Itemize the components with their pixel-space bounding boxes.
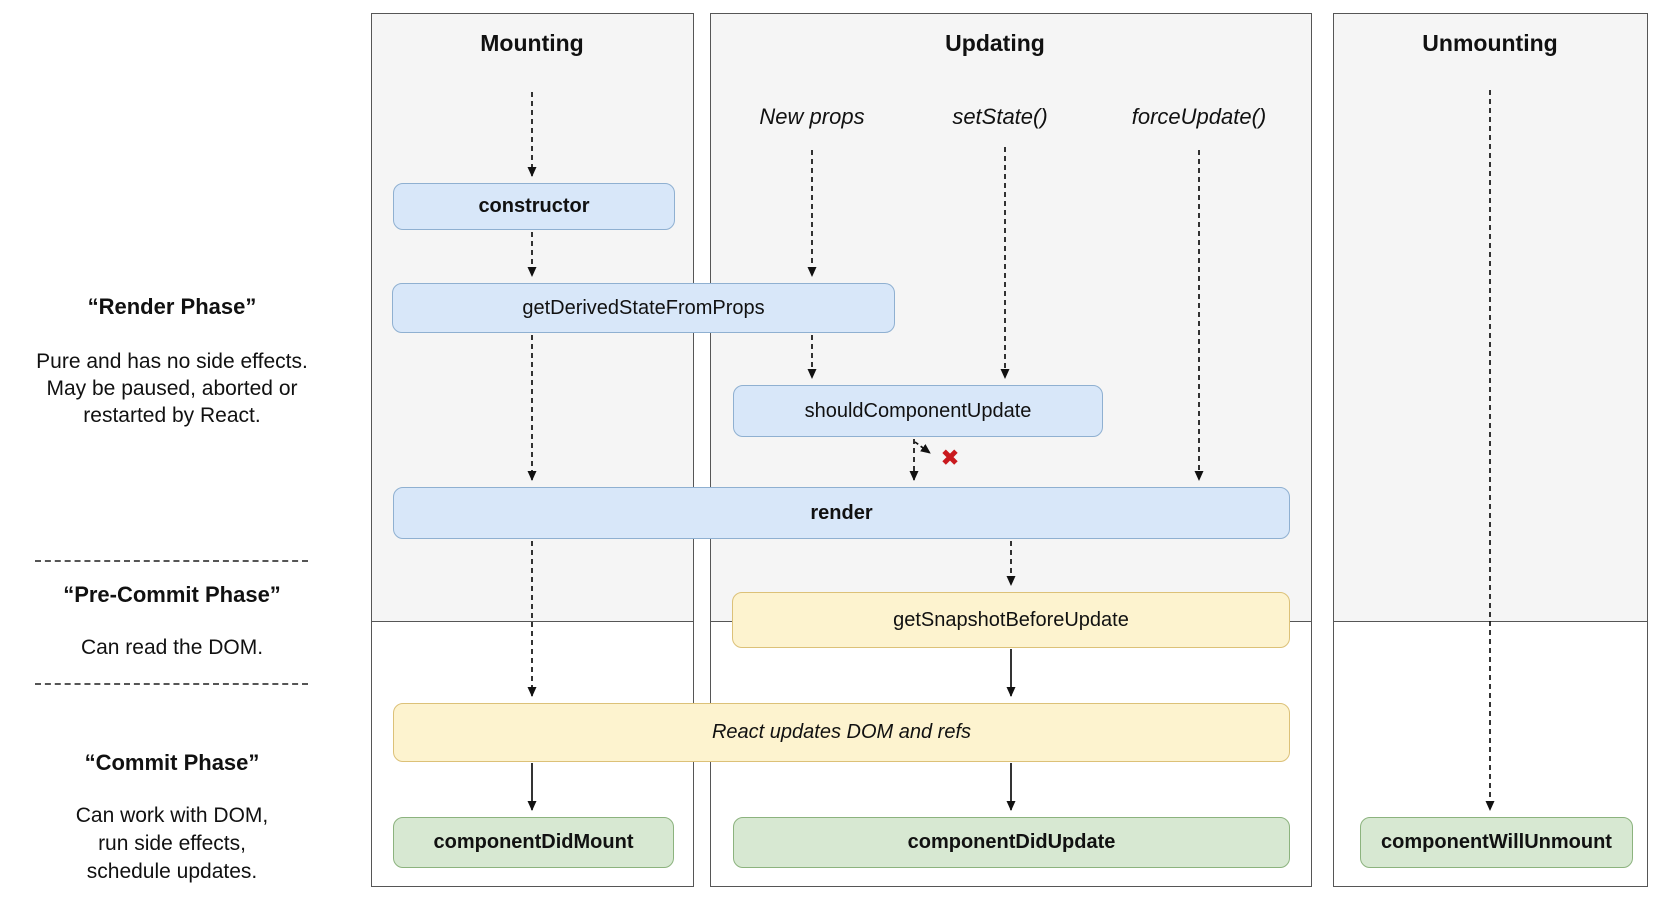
render-phase-title: “Render Phase” [87,294,257,319]
render-node: render [393,487,1290,539]
component-will-unmount-node: componentWillUnmount [1360,817,1633,868]
react-updates-dom-node: React updates DOM and refs [393,703,1290,762]
commit-phase-desc-line: schedule updates. [86,860,258,883]
render-phase-desc-line: Pure and has no side effects. [36,350,308,373]
pre-commit-phase-desc-line: Can read the DOM. [80,636,264,659]
mounting-header: Mounting [480,30,584,56]
phase-separator [35,683,308,685]
pre-commit-phase-title: “Pre-Commit Phase” [63,582,281,607]
constructor-node: constructor [393,183,675,230]
set-state-label: setState() [952,104,1048,129]
updating-header: Updating [945,30,1045,56]
reject-x-icon: ✖ [940,444,960,471]
new-props-label: New props [759,104,865,129]
render-phase-label-block: “Render Phase” [12,294,332,320]
commit-phase-desc-line: Can work with DOM, [75,804,269,827]
commit-phase-label-block: “Commit Phase” [12,750,332,776]
arrow-scu-reject-branch [914,441,931,454]
phase-separator [35,560,308,562]
unmounting-header: Unmounting [1422,30,1558,56]
force-update-label: forceUpdate() [1131,104,1267,129]
commit-phase-desc-line: run side effects, [98,832,246,855]
get-snapshot-before-update-node: getSnapshotBeforeUpdate [732,592,1290,648]
render-phase-description: Pure and has no side effects. May be pau… [12,348,332,429]
render-phase-desc-line: restarted by React. [83,404,261,427]
should-component-update-node: shouldComponentUpdate [733,385,1103,437]
render-phase-desc-line: May be paused, aborted or [46,377,298,400]
component-did-update-node: componentDidUpdate [733,817,1290,868]
get-derived-state-from-props-node: getDerivedStateFromProps [392,283,895,333]
pre-commit-phase-description: Can read the DOM. [12,634,332,661]
commit-phase-description: Can work with DOM, run side effects, sch… [12,802,332,886]
pre-commit-phase-label-block: “Pre-Commit Phase” [12,582,332,608]
component-did-mount-node: componentDidMount [393,817,674,868]
commit-phase-title: “Commit Phase” [84,750,260,775]
